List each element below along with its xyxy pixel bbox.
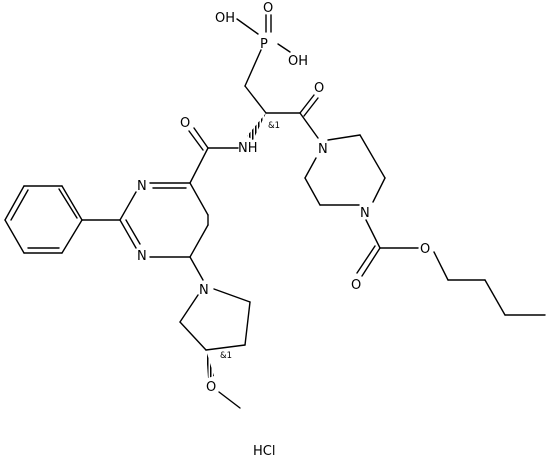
atom-label-o-carbamate-double: O [351, 278, 361, 293]
pyrrolidine-ring [179, 288, 251, 409]
salt-label: HCl [253, 444, 275, 459]
atom-label-o-amide: O [180, 116, 190, 131]
alpha-carbon-bonds [244, 85, 319, 140]
pyrimidine-ring [119, 182, 209, 281]
amide-bonds [188, 127, 239, 184]
phenyl-ring [4, 185, 121, 254]
hashed-wedge-bond [206, 350, 214, 378]
atom-label-o-ketone: O [314, 81, 324, 96]
atom-label-o-double-p: O [263, 1, 273, 16]
atom-label-nh: NH [238, 141, 258, 156]
atom-label-n-pyrimidine-top: N [137, 179, 147, 194]
atom-label-p: P [260, 37, 268, 52]
atom-label-n-pyrrolidine: N [199, 283, 209, 298]
atom-label-oh-right: OH [288, 54, 308, 69]
atom-label-oh-top: OH [215, 11, 235, 26]
atom-label-n-piperazine-bottom: N [360, 206, 370, 221]
piperazine-ring [304, 134, 386, 206]
phosphonate-group [236, 14, 291, 87]
atom-label-n-piperazine-top: N [318, 142, 328, 157]
hashed-wedge-bond [247, 113, 266, 140]
atom-label-o-methoxy: O [206, 380, 216, 395]
atom-labels: OH O P OH O &1 O NH N N N N N O O &1 O [137, 1, 430, 395]
atom-label-o-carbamate-ether: O [420, 242, 430, 257]
carbamate-butyl-chain [356, 219, 546, 316]
atom-label-n-pyrimidine-bottom: N [137, 249, 147, 264]
stereo-label-alpha: &1 [268, 121, 280, 131]
stereo-label-pyrrolidine: &1 [220, 351, 232, 361]
